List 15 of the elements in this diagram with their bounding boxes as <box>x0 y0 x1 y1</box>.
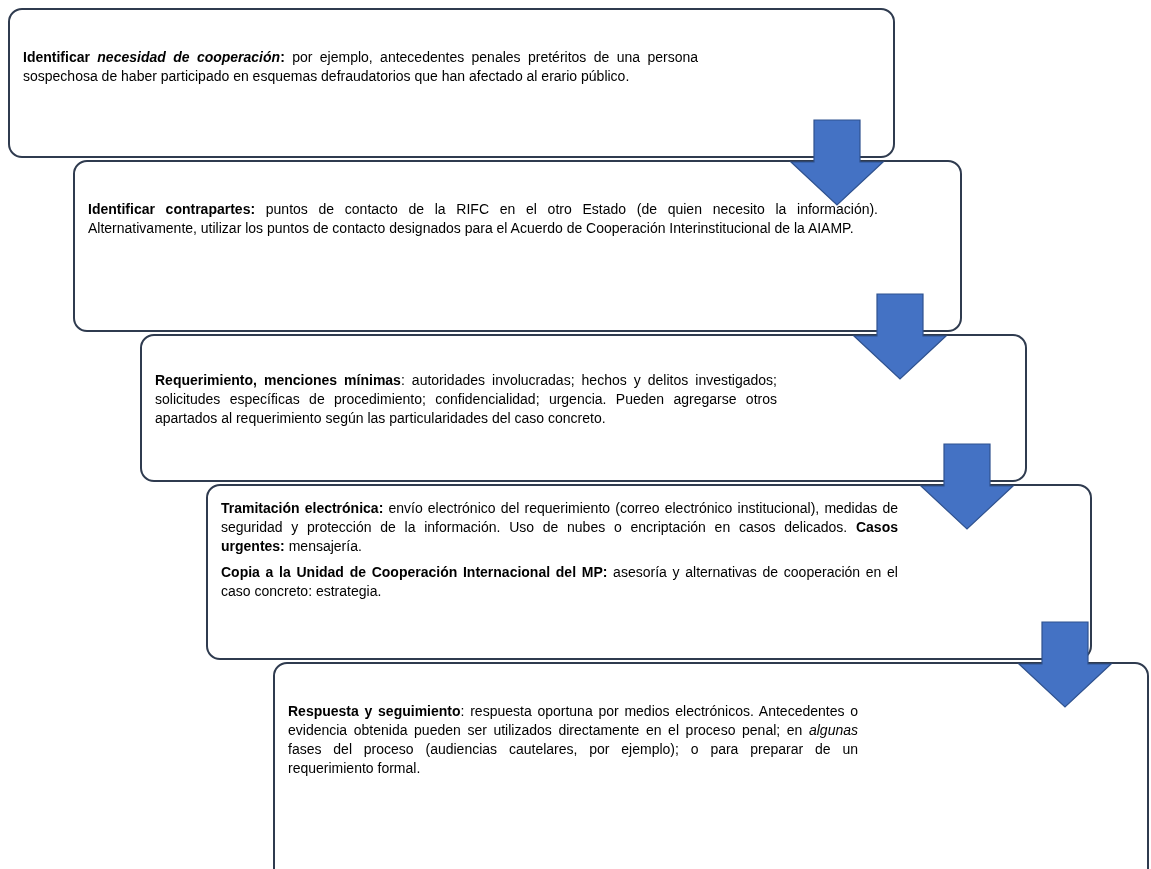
step-description: Tramitación electrónica: envío electrónico del requerimiento (correo electrónico institucional), medidas de seguridad y protección de la información. Uso de nubes o encriptación en casos delicados. Casos urgentes: mensajería. <box>221 499 898 556</box>
process-box <box>73 160 962 332</box>
step-description: Requerimiento, menciones mínimas: autoridades involucradas; hechos y delitos investigados; solicitudes específicas de procedimiento; confidencialidad; urgencia. Pueden agregarse otros apartados al requerimiento según las particularidades del caso concreto. <box>155 371 777 428</box>
process-box <box>140 334 1027 482</box>
process-box <box>273 662 1149 869</box>
process-box <box>206 484 1092 660</box>
step-description: Identificar necesidad de cooperación: por ejemplo, antecedentes penales pretéritos de una persona sospechosa de haber participado en esquemas defraudatorios que han afectado al erario público. <box>23 48 698 86</box>
block-arrow <box>919 443 1015 530</box>
step-description: Respuesta y seguimiento: respuesta oportuna por medios electrónicos. Antecedentes o evidencia obtenida pueden ser utilizados directamente en el proceso penal; en algunas fases del proceso (audiencias cautelares, por ejemplo); o para preparar de un requerimiento formal. <box>288 702 858 778</box>
step-description: Copia a la Unidad de Cooperación Internacional del MP: asesoría y alternativas de cooperación en el caso concreto: estrategia. <box>221 563 898 601</box>
block-arrow <box>1017 621 1113 708</box>
step-description: Identificar contrapartes: puntos de contacto de la RIFC en el otro Estado (de quien necesito la información). Alternativamente, utilizar los puntos de contacto designados para el Acuerdo de Cooperación Interinstitucional de la AIAMP. <box>88 200 878 238</box>
block-arrow <box>789 119 885 206</box>
block-arrow <box>852 293 948 380</box>
process-box <box>8 8 895 158</box>
